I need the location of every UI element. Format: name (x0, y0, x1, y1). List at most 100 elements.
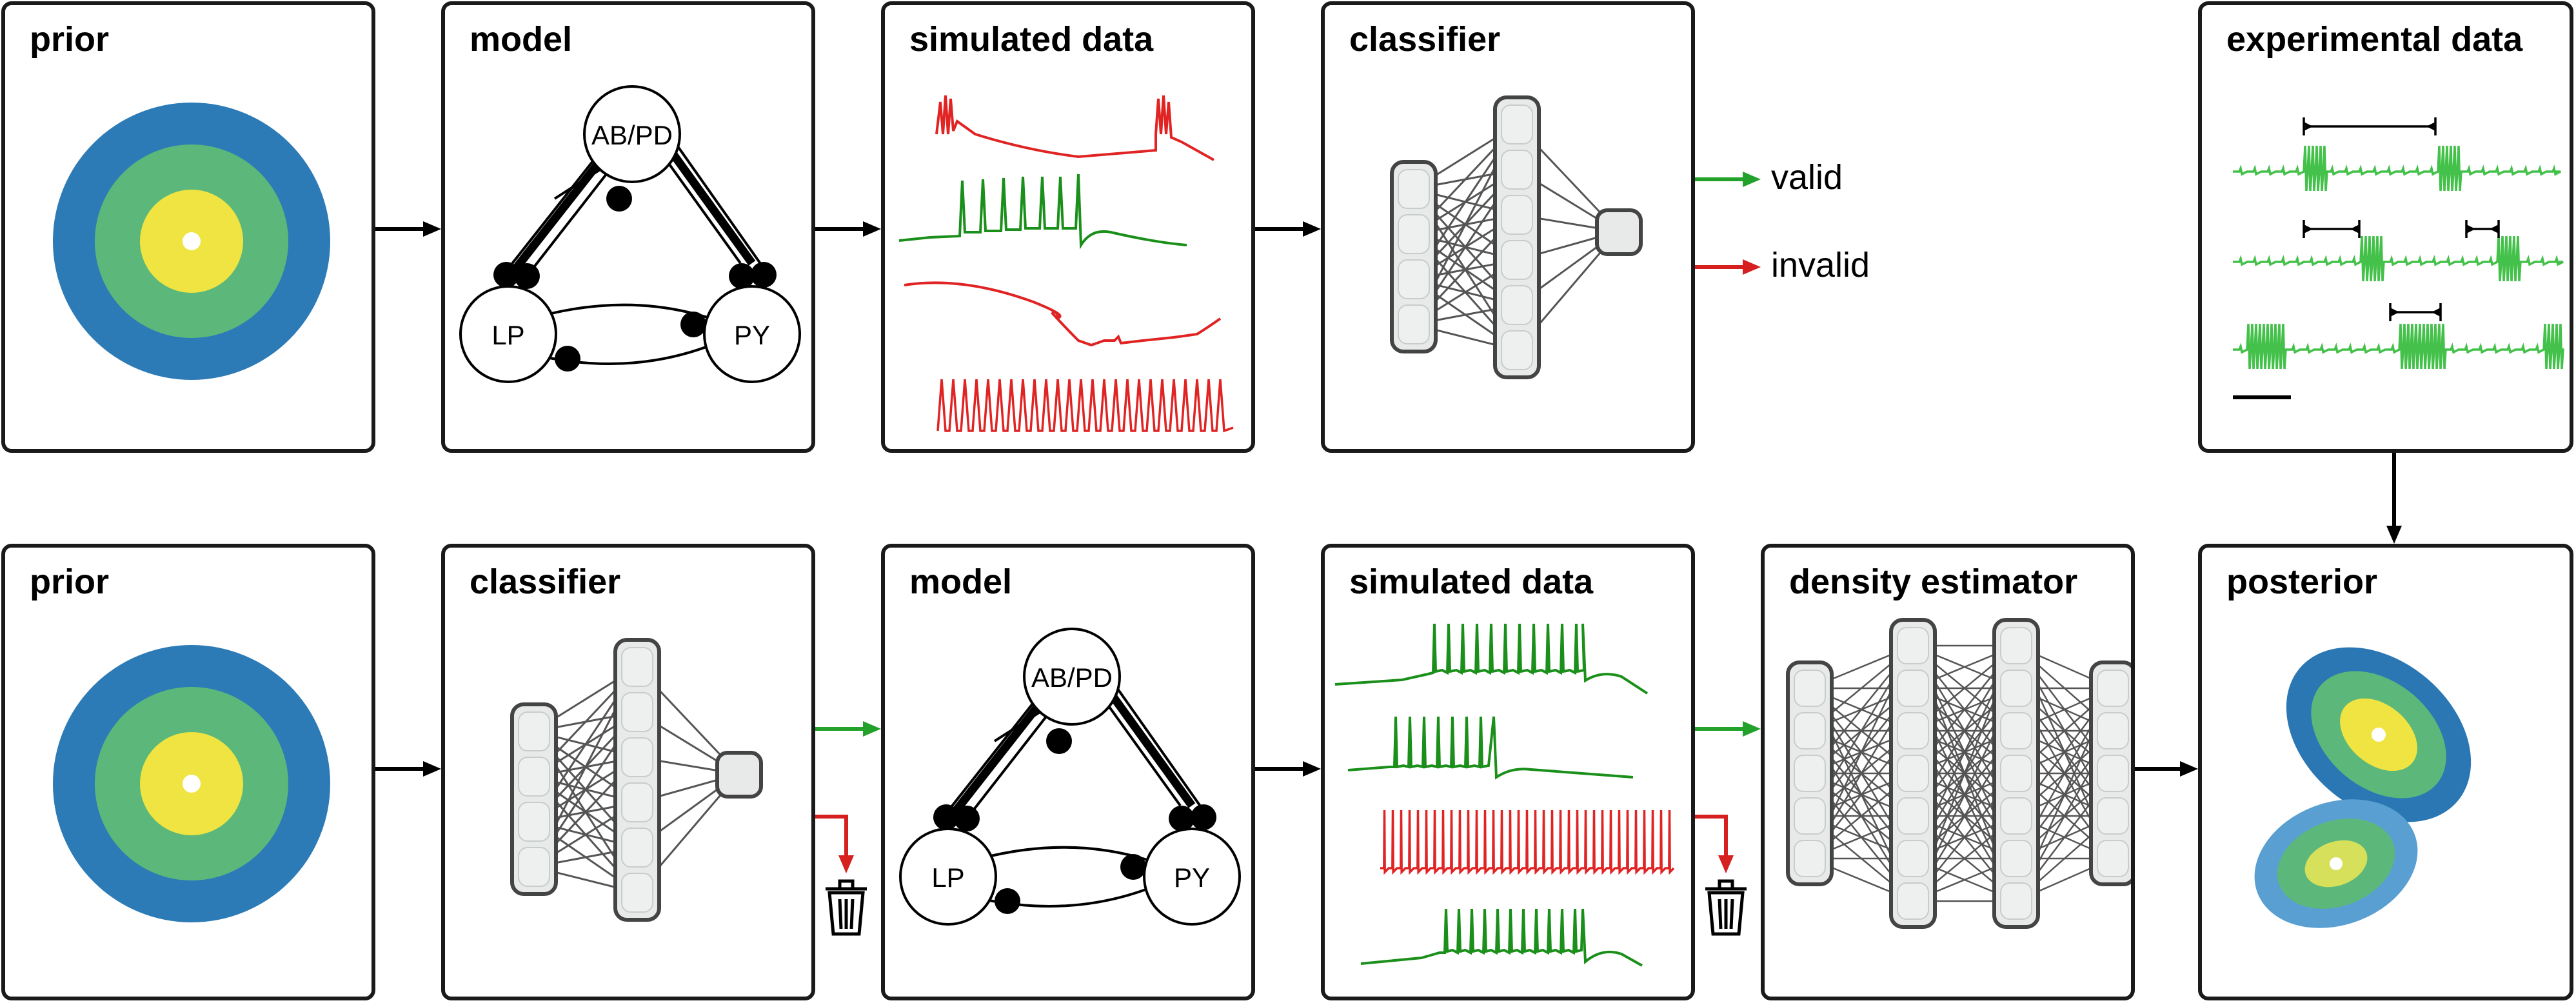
neuron-abpd (583, 85, 681, 183)
panel-title: prior (30, 562, 110, 601)
panel-top-classifier: classifier (1321, 1, 1695, 453)
panel-top-prior: prior (1, 1, 375, 453)
outcome-label-valid: valid (1771, 158, 1843, 197)
input-layer (510, 702, 558, 896)
network-node (621, 828, 653, 868)
recorded-trace (2233, 145, 2561, 192)
network-node (1897, 712, 1929, 750)
neuron-label-py: PY (1174, 862, 1210, 893)
panel-top-simulated-data: simulated data (881, 1, 1255, 453)
network-node (2000, 627, 2032, 664)
network-node (2097, 755, 2129, 792)
classifier-network (510, 638, 763, 922)
synapse-terminal (514, 263, 540, 289)
network-node (621, 782, 653, 822)
panel-top-experimental-data: experimental data (2198, 1, 2573, 453)
network-edges (1808, 644, 2114, 902)
panel-title: prior (30, 20, 110, 59)
panel-title: simulated data (909, 20, 1154, 59)
network-node (1794, 755, 1826, 792)
panel-bottom-model: model (881, 544, 1255, 1000)
neuron-label-py: PY (734, 320, 770, 350)
neuron-label-lp: LP (931, 862, 964, 893)
prior-center-dot (183, 232, 201, 250)
network-node (1794, 712, 1826, 750)
simulated-traces (1334, 623, 1675, 967)
trace-invalid-depolarised (904, 281, 1222, 347)
neuron-label-abpd: AB/PD (1031, 662, 1113, 693)
network-node (2097, 670, 2129, 707)
network-node (1398, 169, 1430, 209)
outcome-label-invalid: invalid (1771, 246, 1870, 284)
trace-valid-burst-2 (1347, 716, 1634, 780)
network-node (1897, 755, 1929, 792)
experimental-traces (2233, 117, 2564, 399)
network-node (1794, 840, 1826, 877)
trace-valid-spiking (898, 174, 1187, 250)
network-node (518, 711, 550, 751)
synapse-terminal (680, 312, 706, 337)
trace-invalid-tonic (1380, 809, 1675, 875)
network-node (1794, 797, 1826, 835)
network-node (1398, 259, 1430, 299)
trace-invalid-tonic (936, 379, 1234, 433)
network-node (2000, 840, 2032, 877)
network-node (1501, 150, 1533, 190)
panel-bottom-density-estimator: density estimator (1761, 544, 2135, 1000)
network-node (2000, 712, 2032, 750)
network-node (2097, 840, 2129, 877)
panel-title: simulated data (1349, 562, 1594, 601)
network-node (1897, 882, 1929, 920)
panel-bottom-simulated-data: simulated data (1321, 544, 1695, 1000)
neuron-label-abpd: AB/PD (591, 120, 673, 150)
network-node (518, 847, 550, 887)
network-node (2000, 797, 2032, 835)
trace-valid-burst-3 (1360, 908, 1643, 967)
network-nodes (1390, 95, 1643, 379)
panel-bottom-posterior: posterior (2198, 544, 2573, 1000)
circuit-diagram: AB/PD LP PY (899, 628, 1241, 926)
circuit-diagram: AB/PD LP PY (459, 85, 801, 383)
recorded-trace (2233, 235, 2564, 282)
network-node (2097, 712, 2129, 750)
period-markers (2303, 117, 2500, 321)
network-node (1897, 670, 1929, 707)
classifier-network (1390, 95, 1643, 379)
trace-valid-burst-1 (1334, 623, 1649, 695)
network-nodes (510, 638, 763, 922)
neuron-lp (899, 828, 997, 926)
output-node (715, 751, 763, 799)
output-node (1595, 208, 1643, 256)
recorded-trace (2233, 323, 2564, 370)
network-node (518, 757, 550, 797)
panel-title: experimental data (2226, 20, 2523, 59)
posterior-distribution-graphic (2254, 647, 2472, 928)
prior-distribution-graphic (53, 645, 330, 922)
panel-bottom-classifier: classifier (441, 544, 815, 1000)
panel-title: model (470, 20, 573, 59)
simulated-traces (898, 95, 1234, 433)
synapse-terminal (606, 186, 632, 212)
network-node (2000, 755, 2032, 792)
neuron-py (703, 285, 801, 383)
panel-title: model (909, 562, 1013, 601)
network-node (621, 647, 653, 687)
network-node (1501, 104, 1533, 144)
network-nodes (1786, 618, 2131, 929)
network-node (1501, 195, 1533, 235)
network-node (1897, 840, 1929, 877)
panel-title: classifier (470, 562, 621, 601)
neuron-label-lp: LP (491, 320, 524, 350)
network-node (621, 873, 653, 913)
synapse-abpd-py-thick (657, 147, 742, 264)
network-node (621, 737, 653, 777)
synapse-abpd-lp-thick (505, 144, 606, 272)
prior-distribution-graphic (53, 103, 330, 380)
panel-top-model: model (441, 1, 815, 453)
neuron-py (1143, 828, 1241, 926)
density-estimator-network (1786, 618, 2131, 929)
prior-center-dot (183, 775, 201, 793)
synapse-terminal (729, 263, 755, 289)
network-node (2000, 882, 2032, 920)
